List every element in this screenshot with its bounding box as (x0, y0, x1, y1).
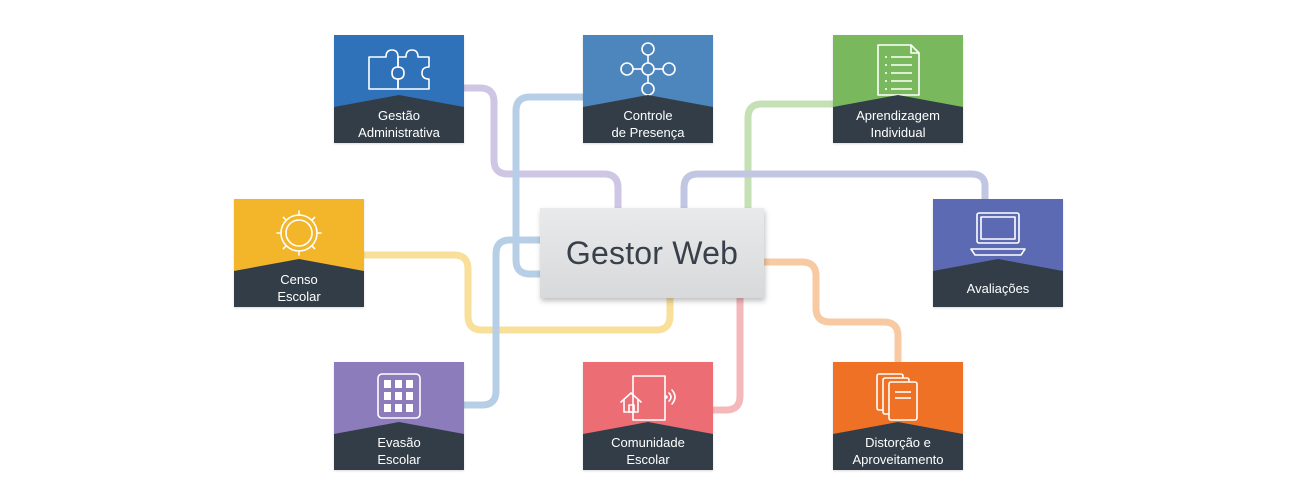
tile-label: Distorção e Aproveitamento (833, 432, 963, 470)
module-censo-escolar[interactable]: Censo Escolar (234, 199, 364, 307)
tile-footer (583, 422, 713, 470)
stacked-books-icon (876, 373, 918, 421)
label-line: Avaliações (966, 280, 1030, 296)
module-distorcao-e-aproveitamento[interactable]: Distorção e Aproveitamento (833, 362, 963, 470)
tile-label: Gestão Administrativa (334, 105, 464, 143)
label-line: Censo (280, 272, 318, 287)
tile-footer (833, 422, 963, 470)
label-line: Escolar (626, 452, 670, 467)
puzzle-icon (368, 49, 430, 90)
connector-censo (360, 251, 674, 334)
connector-presenca (512, 93, 587, 278)
connector-comunidade (710, 292, 744, 414)
laptop-icon (970, 212, 1026, 256)
tile-label: Avaliações (933, 269, 1063, 307)
module-aprendizagem-individual[interactable]: Aprendizagem Individual (833, 35, 963, 143)
label-line: Individual (870, 125, 926, 140)
connector-gestao (460, 84, 622, 214)
label-line: Aproveitamento (852, 452, 944, 467)
tile-label: Evasão Escolar (334, 432, 464, 470)
label-line: Administrativa (358, 125, 440, 140)
tile-label: Aprendizagem Individual (833, 105, 963, 143)
label-line: Gestão (378, 108, 420, 123)
connector-distorcao (758, 258, 902, 366)
document-list-icon (877, 44, 920, 96)
connector-evasao (460, 236, 546, 409)
module-controle-de-presenca[interactable]: Controle de Presença (583, 35, 713, 143)
label-line: Controle (623, 108, 673, 123)
label-line: Evasão (377, 435, 421, 450)
gear-icon (276, 210, 322, 256)
connector-aprendizagem (744, 100, 837, 214)
module-comunidade-escolar[interactable]: Comunidade Escolar (583, 362, 713, 470)
tile-label: Comunidade Escolar (583, 432, 713, 470)
tile-label: Censo Escolar (234, 269, 364, 307)
tile-footer (583, 95, 713, 143)
label-line: Comunidade (611, 435, 685, 450)
tile-footer (833, 95, 963, 143)
label-line: Escolar (277, 289, 321, 304)
label-line: Aprendizagem (856, 108, 940, 123)
label-line: Escolar (377, 452, 421, 467)
gestor-web-hub: Gestor Web (540, 208, 764, 298)
connector-avaliacoes (680, 170, 989, 214)
module-evasao-escolar[interactable]: Evasão Escolar (334, 362, 464, 470)
grid-building-icon (377, 373, 421, 419)
label-line: de Presença (611, 125, 685, 140)
label-line: Distorção e (865, 435, 931, 450)
module-avaliacoes[interactable]: Avaliações (933, 199, 1063, 307)
module-gestao-administrativa[interactable]: Gestão Administrativa (334, 35, 464, 143)
tile-label: Controle de Presença (583, 105, 713, 143)
hub-title: Gestor Web (565, 234, 739, 271)
home-wifi-icon (620, 375, 676, 421)
tile-header (334, 362, 464, 434)
